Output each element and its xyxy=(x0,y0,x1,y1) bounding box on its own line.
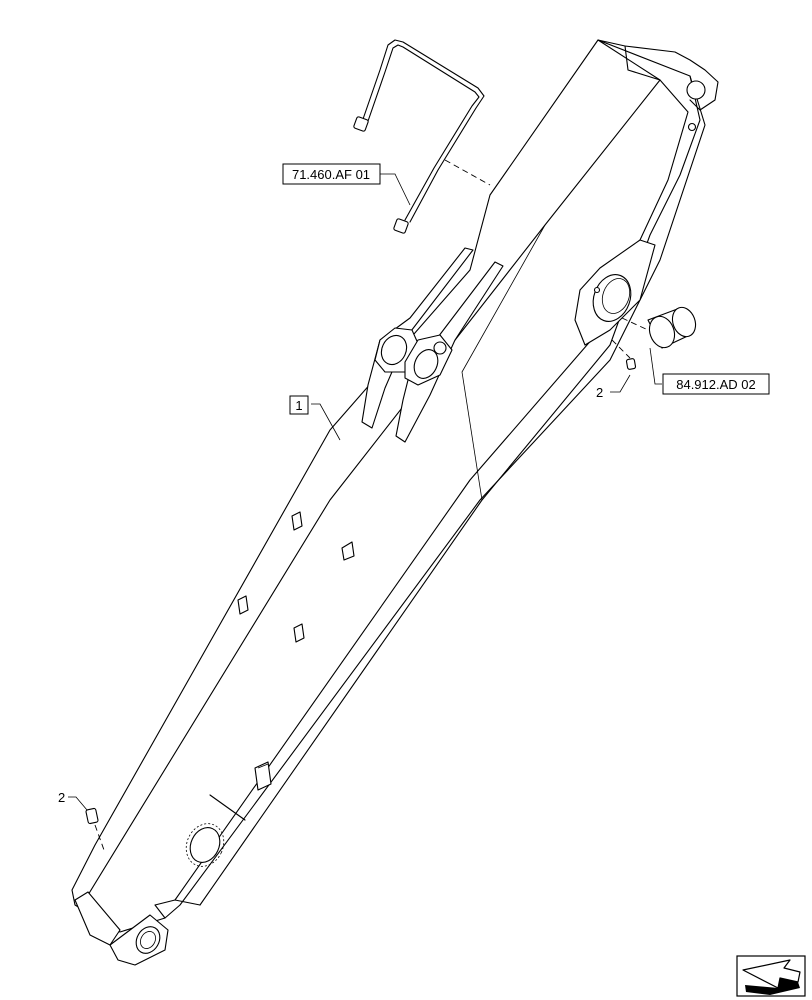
callout-ref-hose[interactable]: 71.460.AF 01 xyxy=(282,163,381,185)
callout-item-fitting-upper: 2 xyxy=(596,385,603,400)
cylinder-brackets xyxy=(361,247,504,443)
leader-lines xyxy=(68,173,662,811)
callout-ref-bushing-text: 84.912.AD 02 xyxy=(676,377,756,392)
next-page-arrow-icon[interactable] xyxy=(736,955,806,997)
boom-foot xyxy=(74,794,246,966)
callout-item-boom[interactable]: 1 xyxy=(289,395,309,415)
boom-pads xyxy=(237,511,355,791)
callout-ref-hose-text: 71.460.AF 01 xyxy=(292,167,370,182)
callout-item-boom-text: 1 xyxy=(295,398,302,413)
grease-fitting-upper xyxy=(611,339,637,370)
grease-fitting-lower xyxy=(85,807,105,851)
bushing-part xyxy=(621,306,697,349)
pin-boss-plate xyxy=(574,239,656,346)
hose-tube-part xyxy=(353,39,491,234)
callout-ref-bushing[interactable]: 84.912.AD 02 xyxy=(662,373,770,395)
callout-item-fitting-lower: 2 xyxy=(58,790,65,805)
